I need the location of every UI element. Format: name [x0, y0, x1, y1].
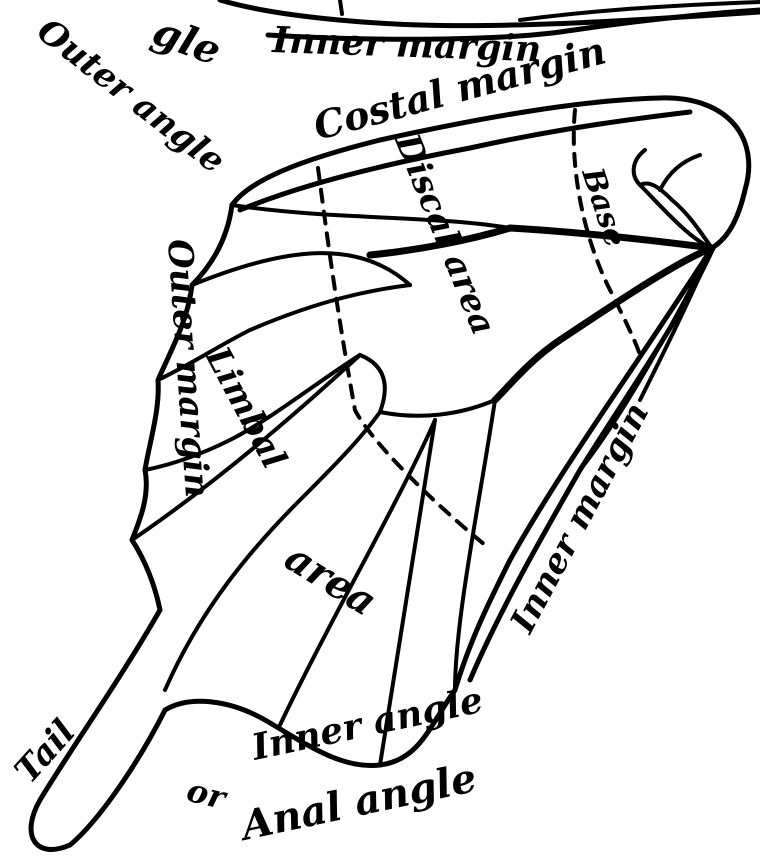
- label-top-angle: gle: [147, 7, 228, 75]
- label-tail: Tail: [7, 712, 84, 791]
- label-area: area: [277, 534, 385, 626]
- wing-labels: gle Inner margin Outer angle Costal marg…: [7, 7, 657, 850]
- label-inner-angle: Inner angle: [247, 679, 486, 769]
- label-or: or: [183, 771, 231, 818]
- label-anal-angle: Anal angle: [233, 754, 480, 850]
- label-inner-margin: Inner margin: [502, 396, 657, 640]
